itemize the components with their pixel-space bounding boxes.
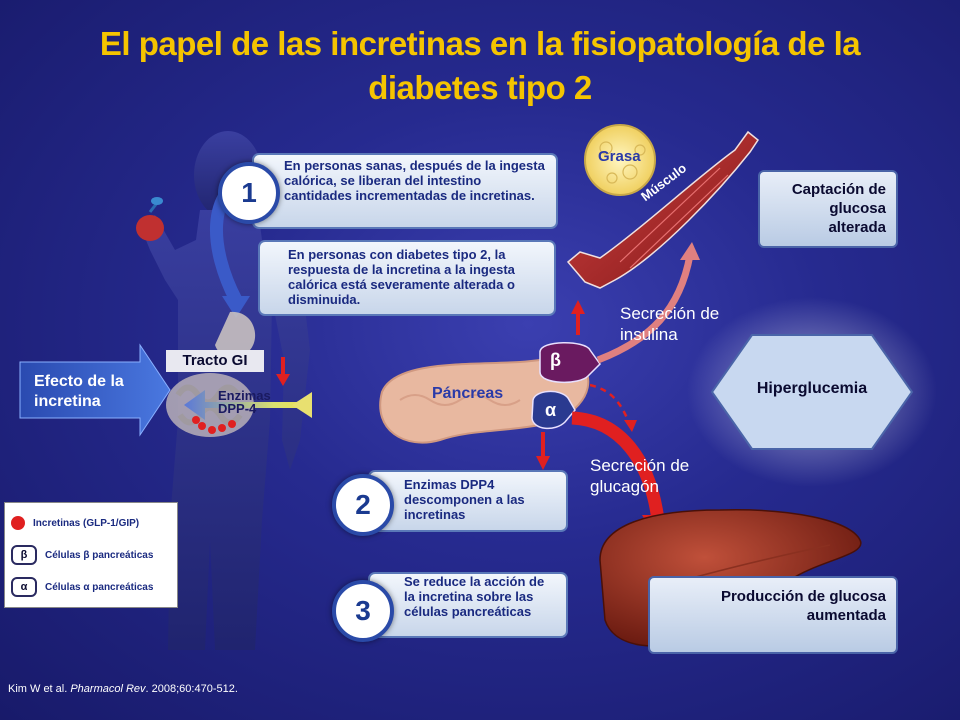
step2-box: Enzimas DPP4 descomponen a las incretina… (368, 470, 568, 532)
step1b-text: En personas con diabetes tipo 2, la resp… (288, 247, 515, 307)
step1-box: En personas sanas, después de la ingesta… (252, 153, 558, 229)
incretin-dot-icon (11, 516, 25, 530)
muscle-icon (566, 130, 760, 289)
legend: Incretinas (GLP-1/GIP) β Células β pancr… (4, 502, 178, 608)
beta-cell-legend-icon: β (11, 545, 37, 565)
slide-title: El papel de las incretinas en la fisiopa… (0, 22, 960, 110)
glucose-production-text: Producción de glucosa aumentada (720, 588, 886, 624)
legend-beta-text: Células β pancreáticas (45, 549, 154, 561)
pancreas-label: Páncreas (432, 385, 504, 402)
fat-label: Grasa (598, 148, 641, 165)
legend-row-incretins: Incretinas (GLP-1/GIP) (11, 513, 139, 533)
citation-authors: Kim W et al. (8, 683, 71, 695)
step2-number: 2 (332, 474, 394, 536)
alpha-cell-icon (531, 390, 576, 430)
beta-cell-icon (539, 342, 601, 384)
title-line-2: diabetes tipo 2 (368, 69, 592, 106)
enzymes-label: Enzimas DPP-4 (218, 388, 271, 416)
citation-rest: . 2008;60:470-512. (145, 683, 238, 695)
incretin-effect-arrow (19, 343, 171, 437)
glucose-uptake-box: Captación de glucosa alterada (758, 170, 898, 248)
apple-icon (136, 215, 164, 241)
citation-journal: Pharmacol Rev (70, 683, 146, 695)
glucose-production-box: Producción de glucosa aumentada (648, 576, 898, 654)
step1-number: 1 (218, 162, 280, 224)
hyperglycemia-label: Hiperglucemia (756, 380, 868, 397)
step3-text: Se reduce la acción de la incretina sobr… (404, 574, 545, 619)
legend-row-beta: β Células β pancreáticas (11, 545, 153, 565)
step1-text: En personas sanas, después de la ingesta… (284, 158, 545, 203)
citation: Kim W et al. Pharmacol Rev. 2008;60:470-… (8, 683, 238, 695)
step1b-box: En personas con diabetes tipo 2, la resp… (258, 240, 556, 316)
alpha-symbol: α (545, 400, 557, 420)
glucose-uptake-text: Captación de glucosa alterada (791, 181, 886, 236)
glucagon-arrow (571, 411, 665, 521)
hyperglycemia-hexagon (710, 334, 914, 450)
insulin-label: Secreción de insulina (620, 304, 720, 344)
beta-symbol: β (550, 350, 561, 370)
enzymes-arrow (184, 390, 312, 420)
legend-incretins-text: Incretinas (GLP-1/GIP) (33, 517, 140, 529)
glucagon-label: Secreción de glucagón (590, 456, 690, 496)
step3-box: Se reduce la acción de la incretina sobr… (368, 572, 568, 638)
alpha-cell-legend-icon: α (11, 577, 37, 597)
legend-row-alpha: α Células α pancreáticas (11, 577, 153, 597)
title-line-1: El papel de las incretinas en la fisiopa… (99, 25, 861, 62)
legend-alpha-text: Células α pancreáticas (45, 581, 154, 593)
step2-text: Enzimas DPP4 descomponen a las incretina… (404, 477, 525, 522)
insulin-arrow (596, 254, 694, 364)
incretin-effect-label: Efecto de la incretina (34, 373, 124, 410)
step3-number: 3 (332, 580, 394, 642)
gi-tract-label: Tracto GI (166, 350, 264, 372)
